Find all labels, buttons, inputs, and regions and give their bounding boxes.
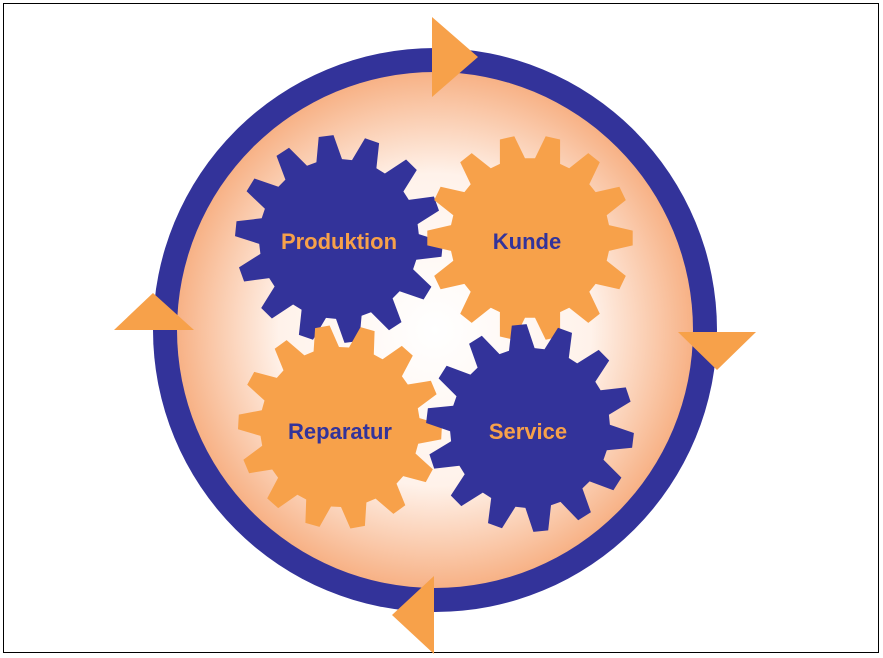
gear-service <box>426 324 634 532</box>
arrow-right-icon <box>678 332 756 370</box>
arrow-top-icon <box>432 17 478 97</box>
gear-label-service: Service <box>489 419 567 444</box>
gear-label-reparatur: Reparatur <box>288 419 392 444</box>
gear-label-produktion: Produktion <box>281 229 397 254</box>
arrow-bottom-icon <box>392 576 434 654</box>
inner-disc <box>177 72 693 588</box>
arrow-left-icon <box>114 293 194 330</box>
gear-label-kunde: Kunde <box>493 229 561 254</box>
gear-kunde <box>427 136 633 340</box>
cycle-arrows <box>114 17 756 654</box>
gear-produktion <box>235 135 443 343</box>
gears-group <box>235 135 634 532</box>
gear-reparatur <box>238 325 442 529</box>
